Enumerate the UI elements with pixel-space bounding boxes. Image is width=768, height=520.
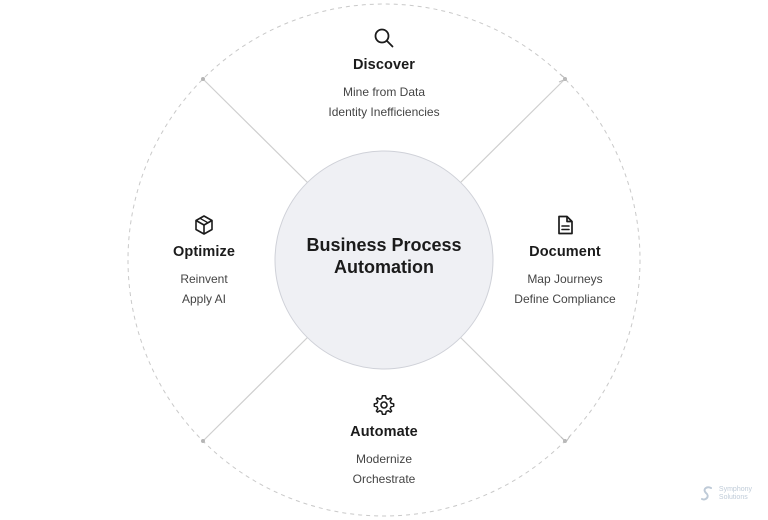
stage-item: Apply AI (181, 292, 227, 306)
ring-arrow-bottom-right (560, 435, 571, 443)
document-icon (558, 215, 573, 235)
center-circle (274, 150, 494, 370)
stage-title: Document (529, 244, 601, 260)
cube-icon (195, 215, 213, 235)
stage-item: Orchestrate (352, 472, 416, 486)
watermark-line2: Solutions (718, 494, 748, 501)
stage-item: Modernize (355, 452, 413, 466)
search-icon (374, 28, 394, 48)
ring-arrow-top-right (558, 73, 567, 83)
stage-document: Document Map Journeys Define Compliance (475, 214, 655, 309)
stage-item: Reinvent (180, 272, 228, 286)
connector-bottom-left (202, 333, 312, 442)
stage-item: Identity Inefficiencies (328, 105, 440, 119)
connector-dot (201, 439, 205, 443)
connector-dot (201, 77, 205, 81)
center-title-line2: Automation (334, 257, 434, 277)
stage-title: Optimize (172, 244, 236, 260)
gear-icon (373, 395, 395, 415)
stage-discover: Discover Mine from Data Identity Ineffic… (294, 27, 474, 122)
logo-icon (700, 486, 712, 501)
stage-automate: Automate Modernize Orchestrate (294, 394, 474, 489)
center-title: Business Process Automation (276, 234, 492, 278)
stage-item: Mine from Data (342, 85, 426, 99)
connector-bottom-right (456, 333, 566, 442)
stage-title: Discover (352, 57, 416, 73)
watermark-logo: Symphony Solutions (700, 486, 752, 502)
connector-top-right (456, 78, 566, 187)
outer-ring (127, 3, 641, 517)
stage-title: Automate (350, 424, 418, 440)
center-title-line1: Business Process (306, 235, 462, 255)
watermark-line1: Symphony (718, 486, 752, 493)
stage-item: Map Journeys (527, 272, 603, 286)
stage-item: Define Compliance (514, 292, 616, 306)
connector-top-left (202, 78, 312, 187)
stage-optimize: Optimize Reinvent Apply AI (114, 214, 294, 309)
